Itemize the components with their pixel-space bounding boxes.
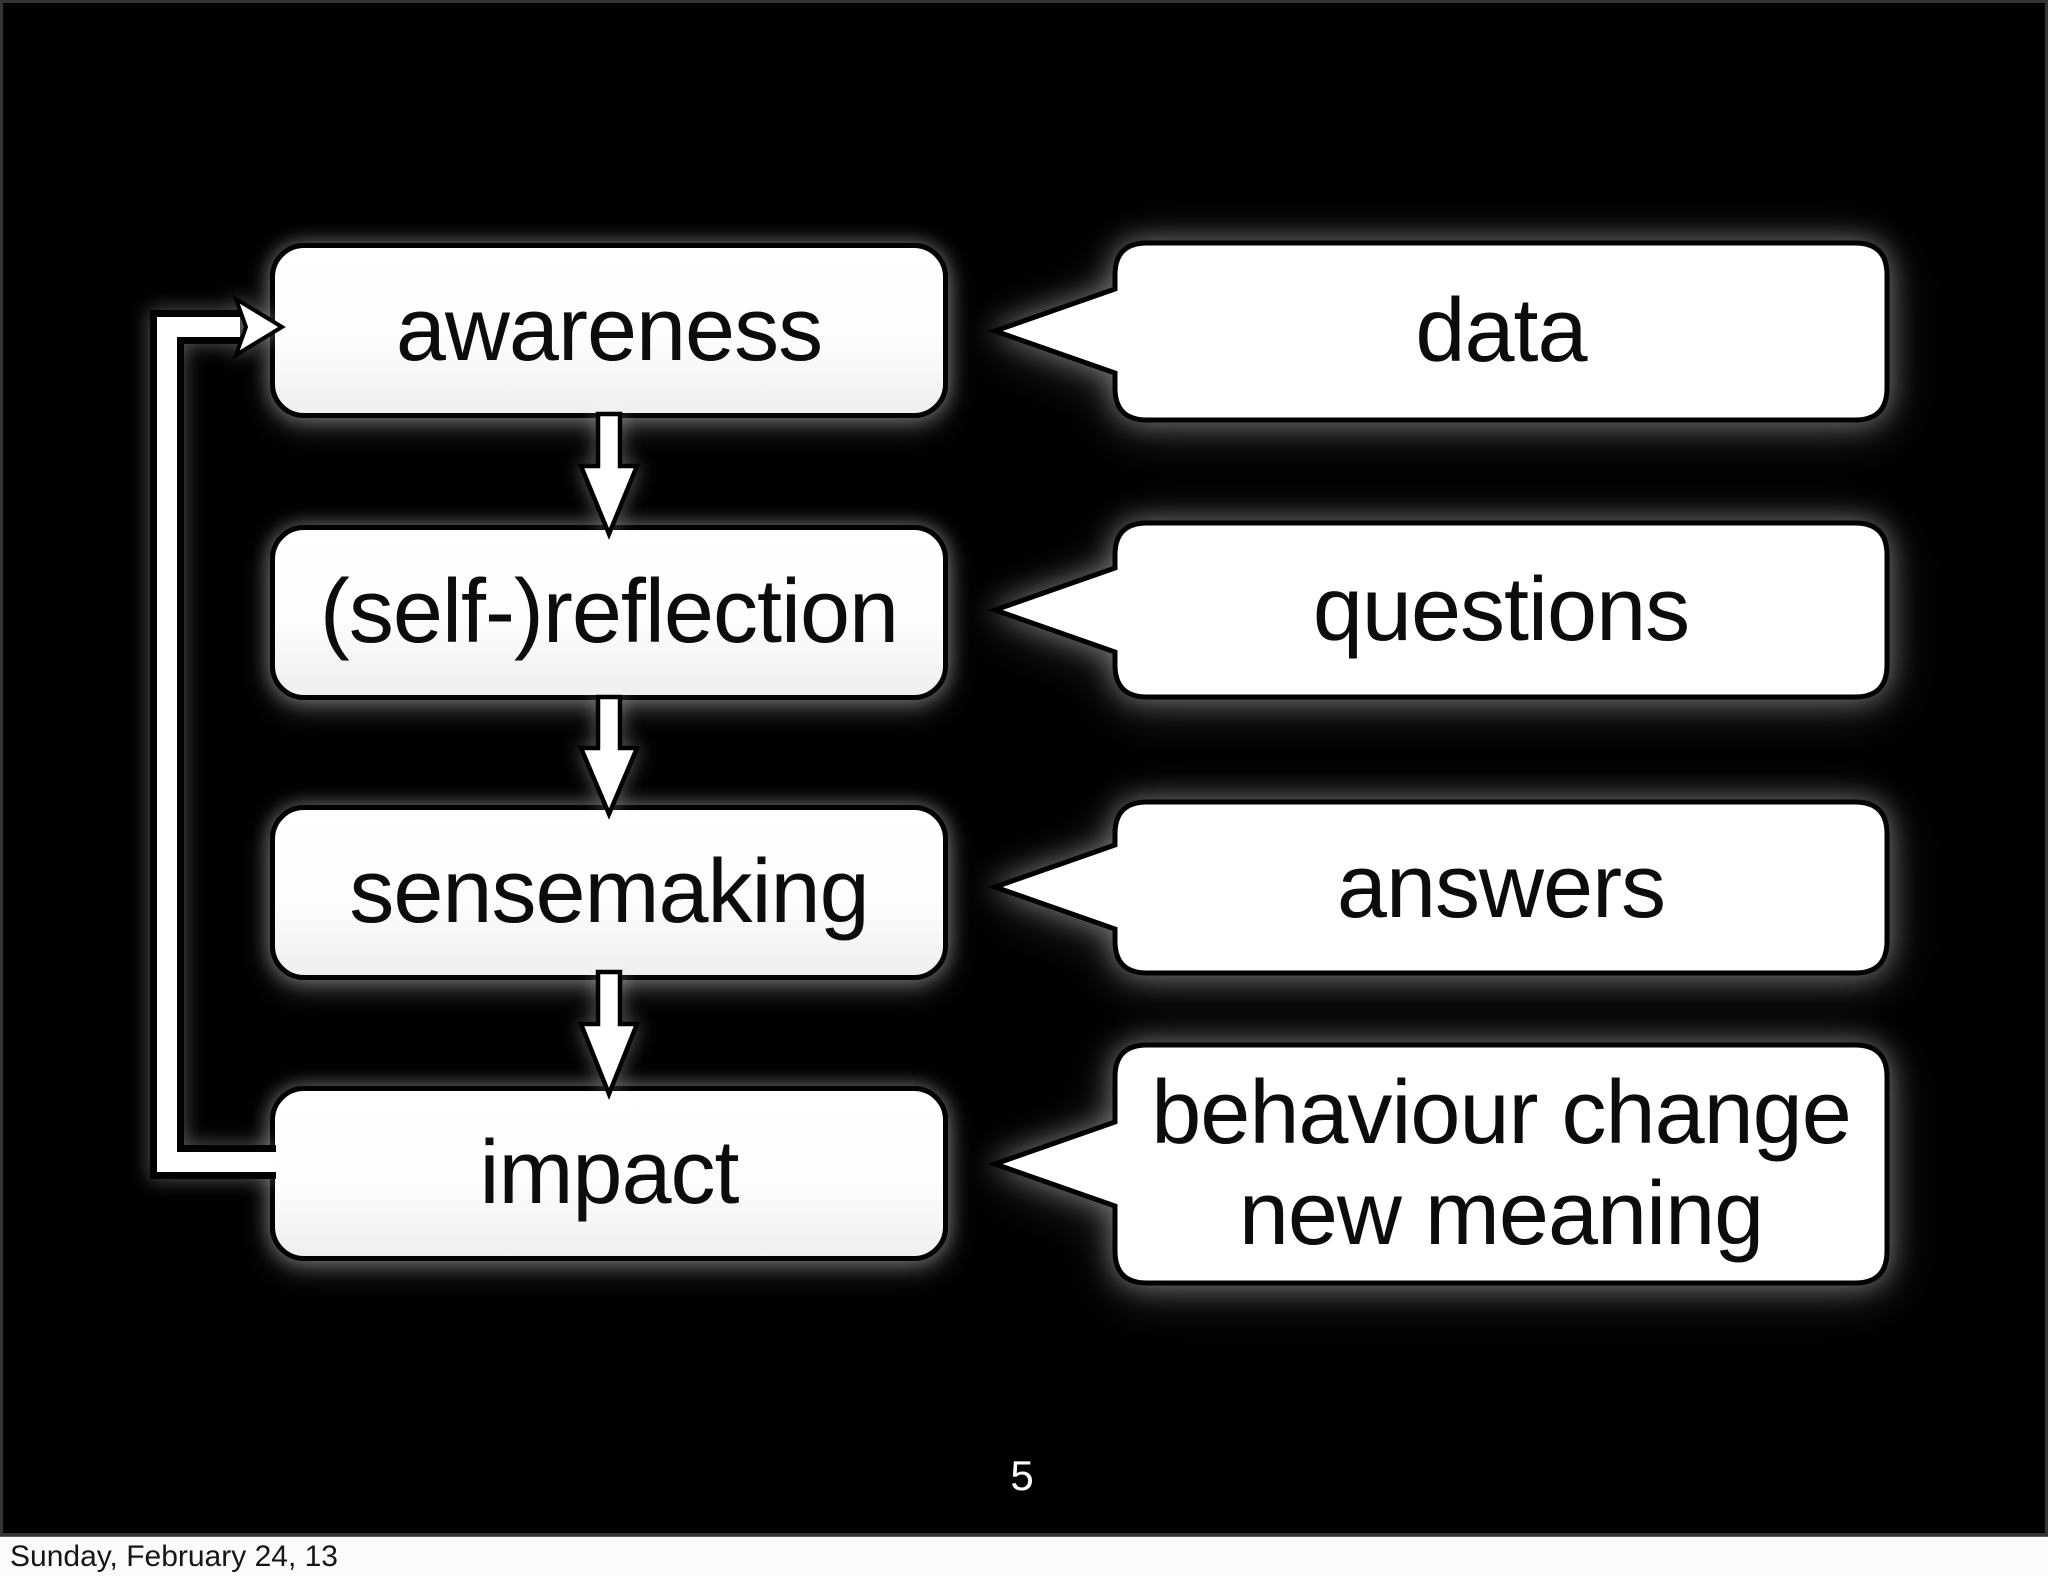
bubble-shape [987,240,1890,423]
slide-page-number: 5 [1010,1452,1034,1499]
down-arrow-awareness-to-reflection-icon [577,411,641,540]
down-arrow-reflection-to-sensemaking-icon [577,694,641,820]
speech-bubble-left-tail-icon [987,1042,1890,1286]
flow-node-awareness: awareness [270,243,948,418]
flow-node-label: sensemaking [349,842,869,942]
callout-label: behaviour change new meaning [1115,1045,1887,1283]
flow-node-label: impact [479,1123,739,1223]
bubble-shape [987,1042,1890,1286]
speech-bubble-left-tail-icon [987,799,1890,976]
callout-questions: questions [987,520,1890,700]
callout-behaviour-change: behaviour change new meaning [987,1042,1890,1286]
flow-node-label: awareness [395,280,823,380]
callout-label: questions [1115,523,1887,697]
callout-answers: answers [987,799,1890,976]
loop-arrow [157,317,276,1172]
flow-node-label: (self-)reflection [319,562,899,662]
callout-line: behaviour change [1151,1063,1852,1164]
speech-bubble-left-tail-icon [987,240,1890,423]
callout-label: data [1115,243,1887,420]
bubble-shape [987,520,1890,700]
bubble-shape [987,799,1890,976]
callout-line: questions [1312,559,1690,660]
slide-canvas: awareness (self-)reflection sensemaking … [0,0,2048,1536]
callout-line: new meaning [1238,1164,1764,1264]
flow-node-impact: impact [270,1086,948,1261]
flow-node-self-reflection: (self-)reflection [270,525,948,700]
callout-line: answers [1336,837,1666,938]
flow-arrows-layer [0,0,2048,1536]
callout-line: data [1415,281,1587,382]
callout-label: answers [1115,802,1887,973]
loop-arrow-outline [150,310,276,1179]
flow-node-sensemaking: sensemaking [270,805,948,980]
footer-strip: Sunday, February 24, 13 [0,1536,2048,1576]
down-arrow-sensemaking-to-impact-icon [577,969,641,1101]
footer-date: Sunday, February 24, 13 [10,1539,338,1573]
speech-bubble-left-tail-icon [987,520,1890,700]
callout-data: data [987,240,1890,423]
